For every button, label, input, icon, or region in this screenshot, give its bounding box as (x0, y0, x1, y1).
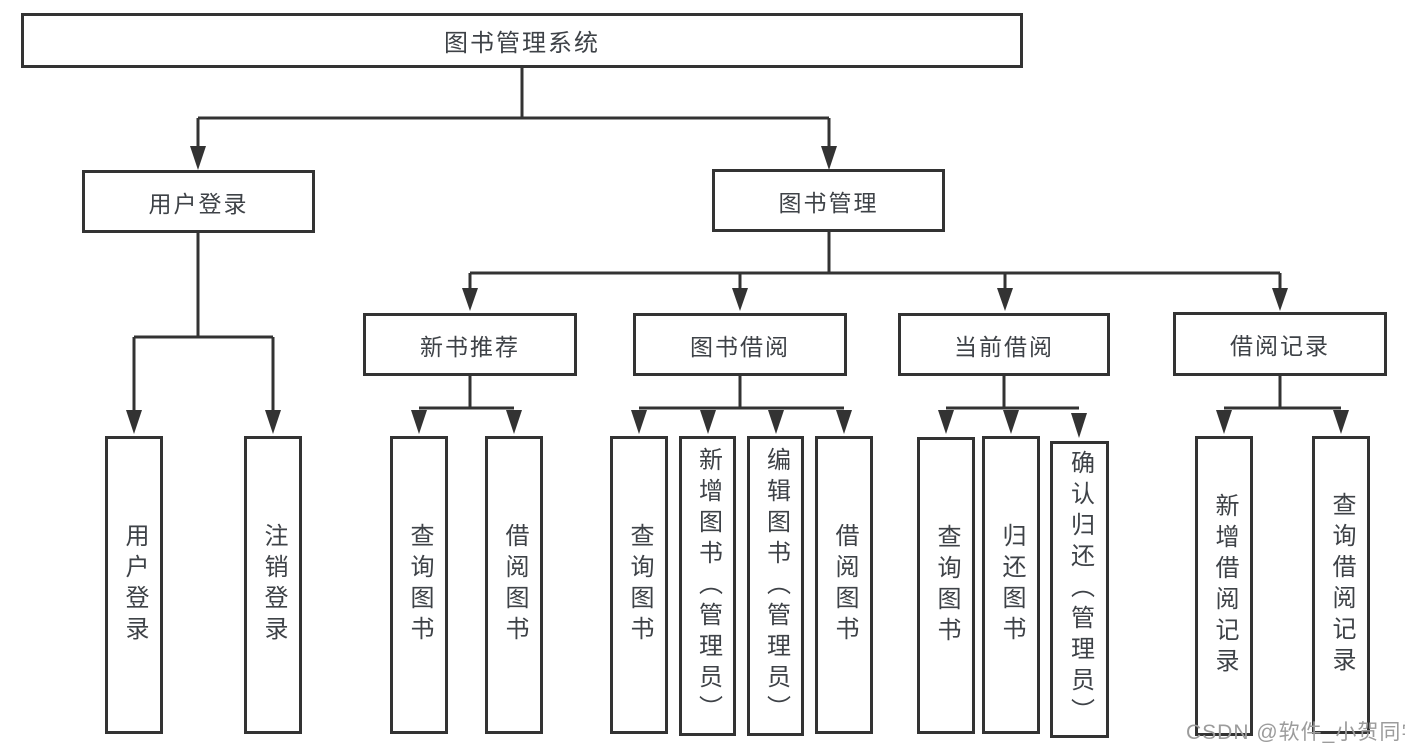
node-label: 新书推荐 (420, 333, 520, 360)
node-label: 图书管理 (778, 189, 879, 216)
node-label: 查询图书 (626, 523, 653, 647)
node-library-system: 图书管理系统 (21, 13, 1023, 68)
node-query-books-1: 查询图书 (390, 436, 448, 734)
node-query-books-3: 查询图书 (917, 437, 975, 734)
node-borrow-books-2: 借阅图书 (815, 436, 873, 734)
node-label: 借阅记录 (1230, 333, 1330, 359)
node-label: 查询借阅记录 (1328, 492, 1355, 678)
node-label: 图书借阅 (690, 333, 790, 360)
node-label: 借阅图书 (831, 523, 858, 647)
node-label: 新增图书（管理员） (694, 446, 722, 726)
node-borrow-records: 借阅记录 (1173, 312, 1387, 376)
node-current-borrow: 当前借阅 (898, 313, 1110, 376)
node-label: 查询图书 (406, 523, 433, 647)
node-add-borrow-record: 新增借阅记录 (1195, 436, 1253, 736)
node-new-book-recommend: 新书推荐 (363, 313, 577, 376)
node-edit-book-admin: 编辑图书（管理员） (747, 436, 804, 736)
node-label: 图书管理系统 (444, 30, 600, 57)
node-label: 编辑图书（管理员） (762, 446, 790, 726)
node-label: 当前借阅 (954, 333, 1054, 360)
node-label: 用户登录 (148, 190, 249, 217)
node-confirm-return-admin: 确认归还（管理员） (1050, 441, 1109, 738)
node-logout-leaf: 注销登录 (244, 436, 302, 734)
csdn-watermark: CSDN @软件_小贺同学 (1186, 721, 1405, 744)
node-label: 用户登录 (121, 523, 148, 647)
tree-connector-path (132, 68, 1341, 412)
node-label: 新增借阅记录 (1211, 493, 1238, 679)
node-label: 归还图书 (998, 523, 1025, 647)
node-book-management-branch: 图书管理 (712, 169, 945, 232)
node-user-login-branch: 用户登录 (82, 170, 315, 233)
node-label: 注销登录 (260, 523, 287, 647)
node-borrow-books-1: 借阅图书 (485, 436, 543, 734)
arrowheads (126, 146, 1349, 438)
node-user-login-leaf: 用户登录 (105, 436, 163, 734)
node-label: 确认归还（管理员） (1066, 450, 1094, 729)
node-label: 借阅图书 (501, 523, 528, 647)
node-add-book-admin: 新增图书（管理员） (679, 436, 736, 736)
node-query-books-2: 查询图书 (610, 436, 668, 734)
node-book-borrow: 图书借阅 (633, 313, 847, 376)
node-return-book: 归还图书 (982, 436, 1040, 734)
node-label: 查询图书 (933, 523, 960, 648)
node-query-borrow-record: 查询借阅记录 (1312, 436, 1370, 734)
